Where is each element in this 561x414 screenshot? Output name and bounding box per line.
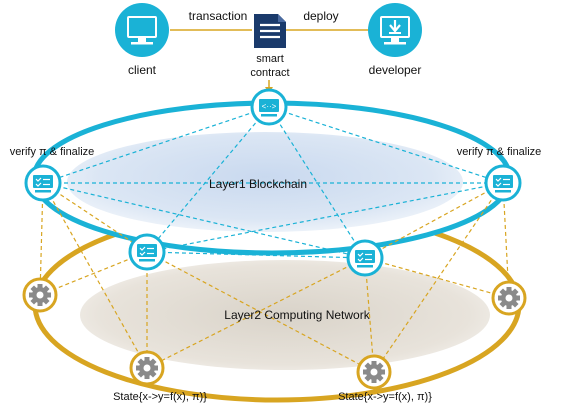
layer1-node-right-icon — [484, 164, 522, 202]
smart-contract-icon — [254, 14, 286, 48]
client-icon — [115, 3, 169, 57]
transaction-label: transaction — [189, 9, 248, 23]
layer1-node-bottom-right-icon — [346, 239, 384, 277]
state-right-label: State{x->y=f(x), π)} — [338, 391, 432, 403]
layer1-node-bottom-left-icon — [128, 233, 166, 271]
deploy-label: deploy — [303, 9, 338, 23]
layer1-label: Layer1 Blockchain — [209, 177, 307, 191]
layer1-inner — [67, 132, 463, 232]
client-label: client — [128, 63, 157, 77]
gear-icon — [129, 350, 165, 386]
layer2-label: Layer2 Computing Network — [224, 308, 370, 322]
layer1-node-top-icon: <··> — [250, 88, 288, 126]
smart-contract-label-line2: contract — [250, 67, 289, 79]
layer2-connections — [39, 182, 510, 373]
developer-icon — [368, 3, 422, 57]
gear-icon — [491, 280, 527, 316]
layer2-inner — [80, 260, 490, 370]
state-left-label: State{x->y=f(x), π)} — [113, 391, 207, 403]
developer-label: developer — [369, 63, 422, 77]
layer1-connections — [42, 106, 504, 259]
layer1-node-left-icon — [24, 164, 62, 202]
svg-text:<··>: <··> — [262, 102, 277, 111]
gear-icon — [356, 354, 392, 390]
verify-right-label: verify π & finalize — [457, 146, 542, 158]
gear-icon — [22, 277, 58, 313]
smart-contract-label-line1: smart — [256, 53, 284, 65]
verify-left-label: verify π & finalize — [10, 146, 95, 158]
